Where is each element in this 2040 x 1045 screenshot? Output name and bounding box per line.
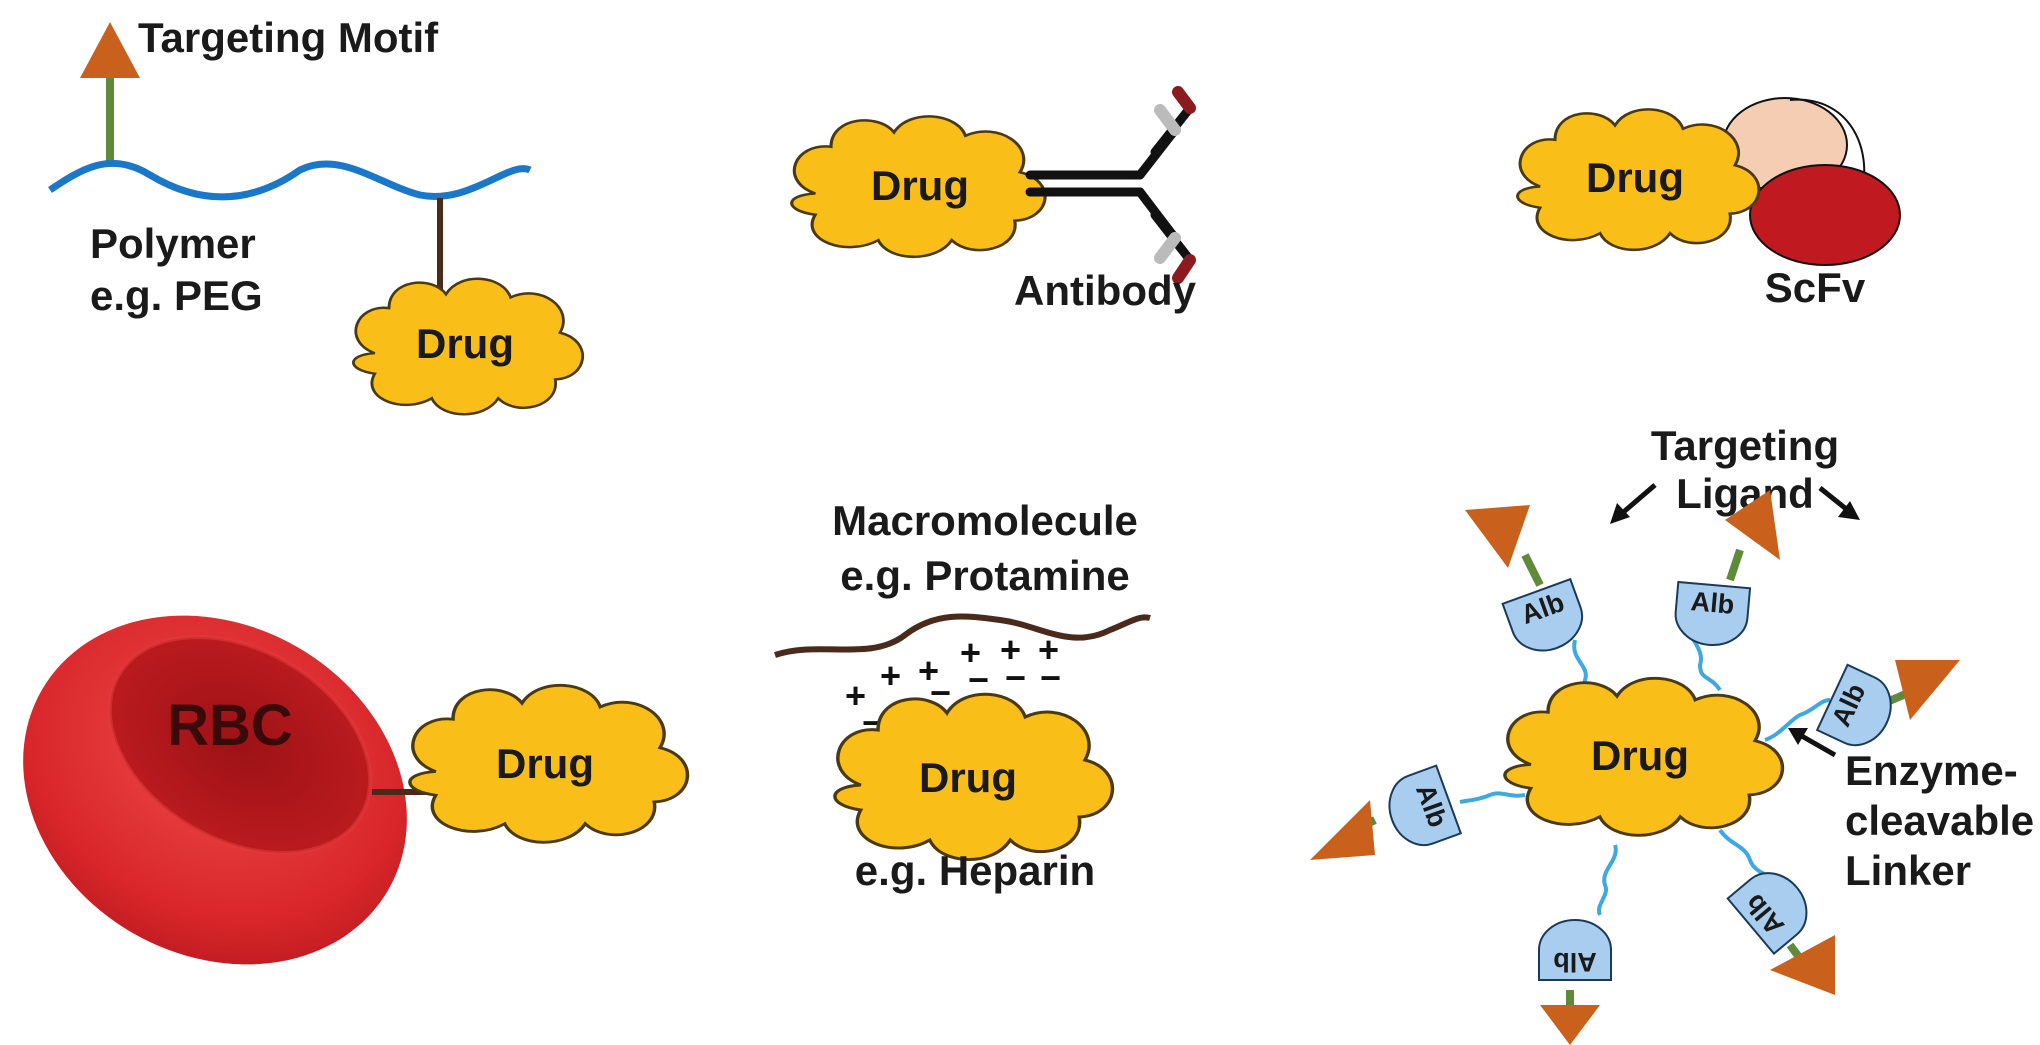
ligand-triangle [1725,490,1780,560]
albumin-cap: Alb [1815,663,1892,747]
polymer-conjugate-panel: Targeting Motif Polymer e.g. PEG Drug [48,14,585,416]
plus-sign: + [1000,629,1021,670]
macromolecule-complex-panel: Macromolecule e.g. Protamine + + + + + +… [774,497,1151,894]
scfv-icon [1722,97,1901,266]
ligand-triangle [1770,935,1835,995]
linker-label-line3: Linker [1845,847,1971,894]
antibody-icon [1025,86,1196,284]
scfv-label: ScFv [1765,264,1866,311]
macromolecule-label: Macromolecule [832,497,1138,544]
albumin-cap: Alb [1538,919,1612,981]
drug-label: Drug [1591,732,1689,779]
targeting-motif-label: Targeting Motif [138,14,439,61]
heparin-label: e.g. Heparin [855,847,1095,894]
plus-sign: + [960,632,981,673]
drug-label: Drug [1586,154,1684,201]
minus-sign: − [1040,657,1061,698]
albumin-cap: Alb [1388,764,1463,847]
rbc-icon [23,615,407,965]
ligand-triangle [1540,1005,1600,1045]
linker-label-line2: cleavable [1845,797,2034,844]
drug-label: Drug [416,320,514,367]
albumin-caps: Alb Alb Alb Alb Alb Alb [1388,577,1892,981]
pointer-arrow [1610,483,1860,524]
antibody-label: Antibody [1014,267,1197,314]
albumin-cap: Alb [1674,580,1752,647]
svg-text:Alb: Alb [1690,586,1736,620]
scfv-conjugate-panel: Drug ScFv [1516,97,1901,311]
rbc-label: RBC [167,693,293,758]
ligand-triangle [1310,800,1375,860]
polymer-example-label: e.g. PEG [90,272,263,319]
linker-label: Enzyme- [1845,747,2018,794]
linker-pointer-arrow [1788,728,1837,758]
albumin-cap: Alb [1726,872,1808,956]
drug-label: Drug [871,162,969,209]
ligand-triangle [1465,505,1530,568]
targeting-ligand-label: Targeting [1651,422,1839,469]
plus-sign: + [880,655,901,696]
drug-label: Drug [919,754,1017,801]
albumin-cap: Alb [1501,577,1584,652]
minus-sign: − [968,659,989,700]
protamine-chain [774,613,1151,658]
antibody-conjugate-panel: Drug Antibody [790,86,1197,314]
plus-sign: + [1038,629,1059,670]
plus-sign: + [845,675,866,716]
macromolecule-example-label: e.g. Protamine [840,552,1129,599]
albumin-conjugate-panel: Targeting Ligand [1310,422,2034,1045]
svg-text:Alb: Alb [1553,947,1597,977]
targeting-motif-triangle [80,22,140,78]
polymer-label: Polymer [90,220,256,267]
rbc-conjugate-panel: RBC Drug [23,615,690,965]
positive-charges: + + + + + + [845,629,1059,716]
drug-label: Drug [496,740,594,787]
ligand-triangle [1895,660,1960,720]
negative-charges: − − − − − − [862,657,1061,743]
targeting-ligand-triangles [1310,490,1960,1045]
plus-sign: + [918,650,939,691]
minus-sign: − [1005,657,1026,698]
polymer-chain [48,159,532,201]
